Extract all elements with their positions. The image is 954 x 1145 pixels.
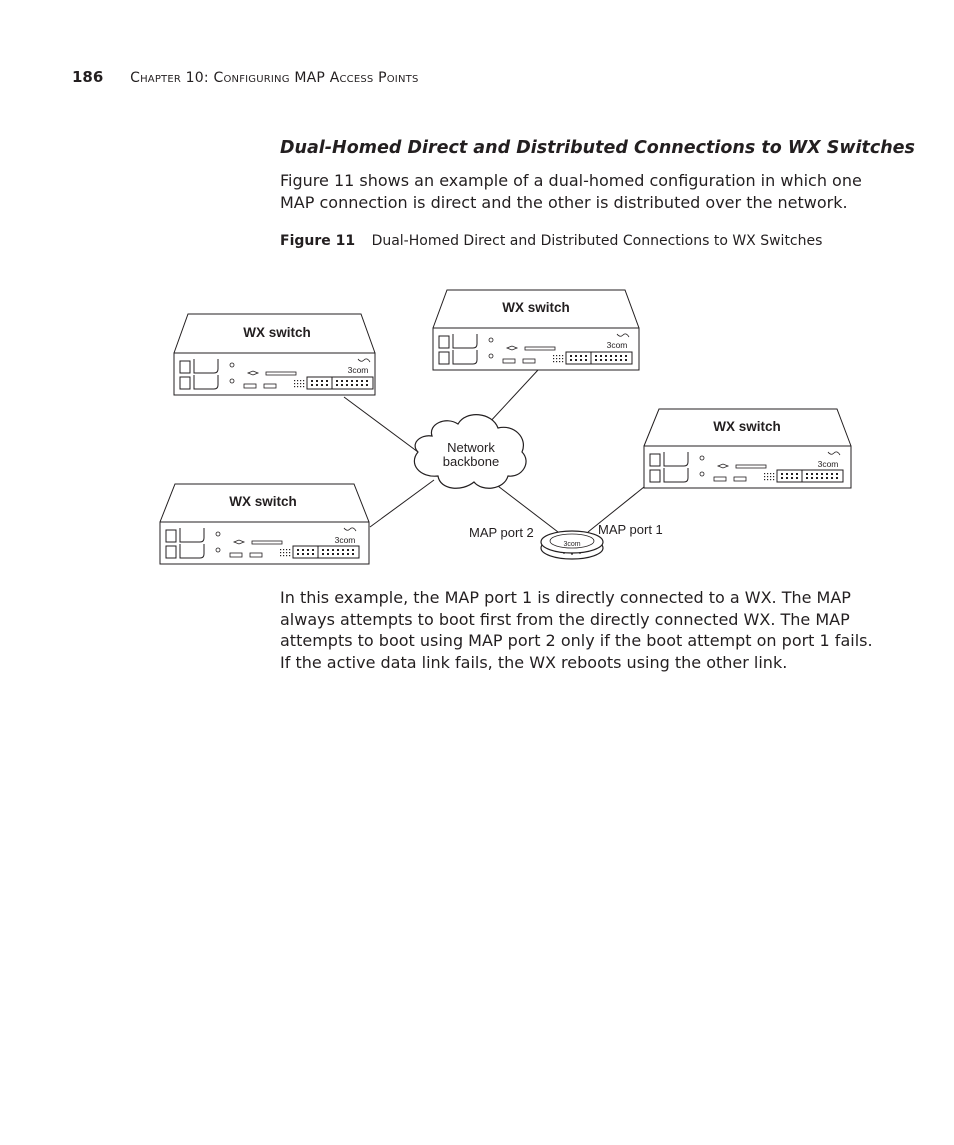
brand-logo: 3com xyxy=(348,365,369,375)
map-brand-logo: 3com xyxy=(563,541,580,548)
brand-logo: 3com xyxy=(607,340,628,350)
switch-label: WX switch xyxy=(502,300,570,315)
map-port2-label: MAP port 2 xyxy=(469,525,534,540)
brand-logo: 3com xyxy=(818,459,839,469)
link-switch-left-bottom xyxy=(369,479,435,528)
link-map-port1 xyxy=(587,486,645,533)
figure-caption: Figure 11 Dual-Homed Direct and Distribu… xyxy=(280,233,822,249)
body-paragraph: In this example, the MAP port 1 is direc… xyxy=(280,588,873,672)
map-access-point: 3com xyxy=(540,530,604,560)
link-switch-top xyxy=(487,369,539,425)
figure-caption-text: Dual-Homed Direct and Distributed Connec… xyxy=(371,233,823,249)
intro-paragraph: Figure 11 shows an example of a dual-hom… xyxy=(280,171,862,212)
wx-switch-top: WX switch 3com xyxy=(432,289,640,371)
network-label-line1: Network xyxy=(447,440,495,455)
link-switch-left-top xyxy=(343,396,419,453)
wx-switch-left-top: WX switch 3com xyxy=(173,313,376,396)
page-header: 186 Chapter 10: Configuring MAP Access P… xyxy=(72,68,419,86)
map-port1-label: MAP port 1 xyxy=(598,522,663,537)
running-head: Chapter 10: Configuring MAP Access Point… xyxy=(130,70,419,86)
wx-switch-left-bottom: WX switch 3com xyxy=(159,483,370,565)
network-backbone-cloud: Network backbone xyxy=(413,414,527,489)
link-map-port2 xyxy=(493,482,559,533)
section-title: Dual-Homed Direct and Distributed Connec… xyxy=(280,138,915,158)
switch-label: WX switch xyxy=(243,325,311,340)
page-number: 186 xyxy=(72,68,104,86)
network-label-line2: backbone xyxy=(443,454,499,469)
brand-logo: 3com xyxy=(335,535,356,545)
switch-label: WX switch xyxy=(229,494,297,509)
switch-label: WX switch xyxy=(713,419,781,434)
figure-label: Figure 11 xyxy=(280,233,356,249)
wx-switch-right: WX switch 3com xyxy=(643,408,852,489)
